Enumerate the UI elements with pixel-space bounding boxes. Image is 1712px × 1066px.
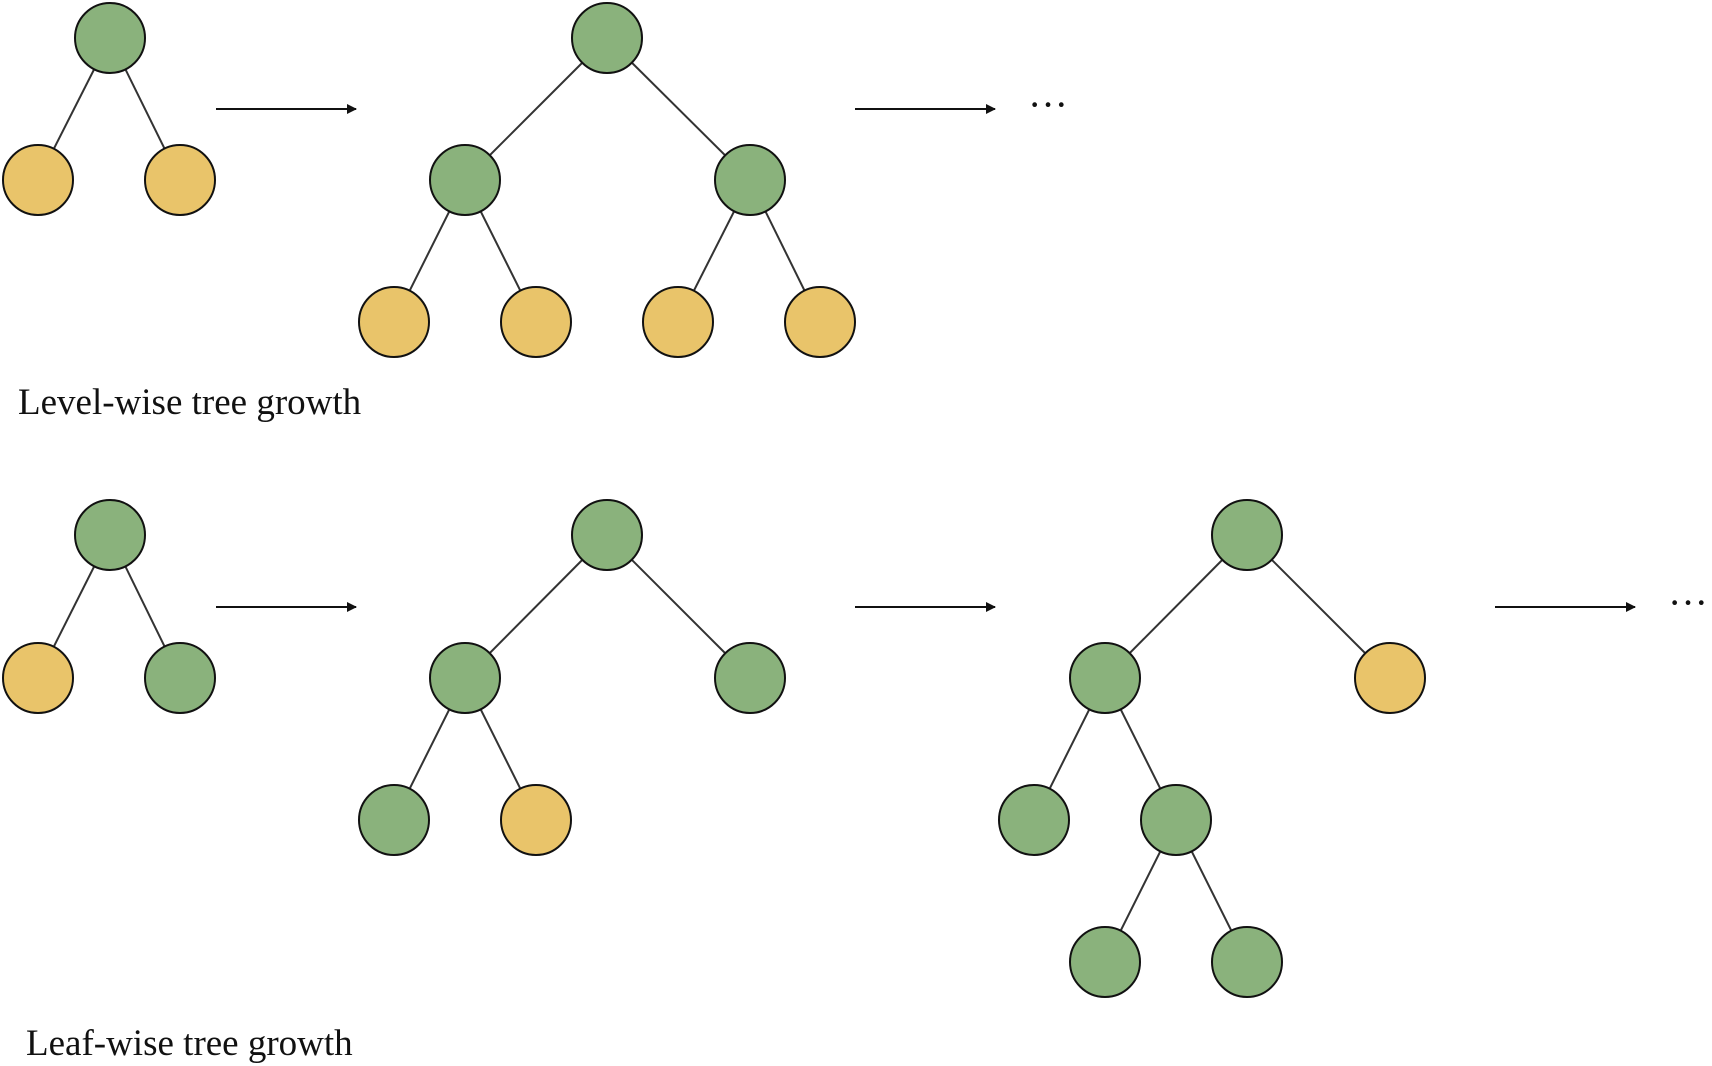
leaf-node: [500, 784, 572, 856]
leaf-node: [784, 286, 856, 358]
internal-node: [998, 784, 1070, 856]
leaf-node: [1354, 642, 1426, 714]
internal-node: [74, 2, 146, 74]
leaf-node: [2, 642, 74, 714]
internal-node: [429, 144, 501, 216]
internal-node: [1211, 926, 1283, 998]
internal-node: [714, 642, 786, 714]
leaf-node: [500, 286, 572, 358]
leaf-node: [2, 144, 74, 216]
internal-node: [1211, 499, 1283, 571]
internal-node: [571, 499, 643, 571]
internal-node: [358, 784, 430, 856]
leaf-node: [642, 286, 714, 358]
internal-node: [429, 642, 501, 714]
internal-node: [1140, 784, 1212, 856]
level-wise-caption: Level-wise tree growth: [18, 382, 362, 423]
internal-node: [571, 2, 643, 74]
internal-node: [74, 499, 146, 571]
leaf-wise-caption: Leaf-wise tree growth: [26, 1023, 353, 1064]
internal-node: [144, 642, 216, 714]
internal-node: [714, 144, 786, 216]
arrows-layer: ··· ···: [216, 82, 1708, 625]
internal-node: [1069, 642, 1141, 714]
continuation-ellipsis: ···: [1028, 82, 1068, 127]
continuation-ellipsis: ···: [1668, 580, 1708, 625]
nodes-layer: [2, 2, 1426, 998]
leaf-node: [144, 144, 216, 216]
leaf-node: [358, 286, 430, 358]
internal-node: [1069, 926, 1141, 998]
